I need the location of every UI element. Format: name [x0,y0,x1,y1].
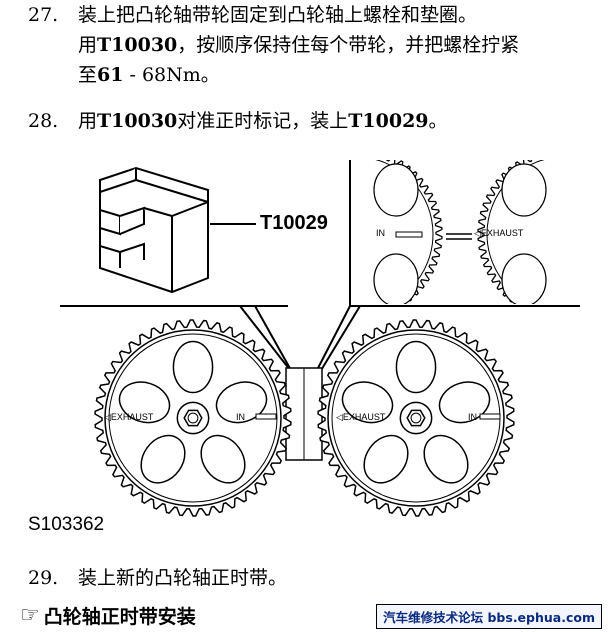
exhaust-text: EXHAUST [342,412,386,422]
step-text: 至 [78,64,98,86]
figure-id: S103362 [28,514,105,535]
section-heading: ☞ 凸轮轴正时带安装 [20,602,196,629]
tool-label: T10029 [260,212,328,234]
step-number: 29. [28,567,59,589]
step-text: 用 [78,34,98,56]
camshaft-sprocket-right [317,319,515,517]
step-text: 用 [78,110,98,132]
detail-in-label: IN [376,228,385,238]
torque-value: 61 [97,64,124,86]
right-exhaust-label: ◁EXHAUST [336,412,386,422]
pointing-hand-icon: ☞ [20,603,40,628]
left-exhaust-label: ◁EXHAUST [104,412,154,422]
detail-belt-link [446,233,472,240]
forum-watermark: 汽车维修技术论坛 bbs.ephua.com [376,604,602,629]
step-text: 装上把凸轮轴带轮固定到凸轮轴上螺栓和垫圈。 [78,4,478,26]
exhaust-text: EXHAUST [480,228,524,238]
step-text: ，按顺序保持住每个带轮，并把螺栓拧紧 [177,34,520,56]
step-number: 27. [28,4,59,26]
step-text: - 68Nm。 [123,64,220,86]
left-in-label: IN [236,412,245,422]
step-text: 。 [428,110,448,132]
tool-code: T10030 [97,34,178,56]
step-28: 28. 用T10030对准正时标记，装上T10029。 [28,106,448,136]
step-text: 装上新的凸轮轴正时带。 [78,567,288,589]
tool-code: T10030 [97,110,178,132]
step-text: 对准正时标记，装上 [177,110,349,132]
detail-sprocket-exhaust [477,160,580,304]
right-in-label: IN [468,412,477,422]
detail-exhaust-label: ◁EXHAUST [474,228,524,238]
camshaft-figure: T10029 IN ◁EXHAUST ◁EXHAUST IN ◁EXHAUST … [28,160,580,540]
camshaft-diagram [60,160,580,517]
tool-code: T10029 [348,110,429,132]
step-29: 29. 装上新的凸轮轴正时带。 [28,563,287,593]
step-27: 27. 装上把凸轮轴带轮固定到凸轮轴上螺栓和垫圈。 用T10030，按顺序保持住每… [28,0,519,90]
exhaust-text: EXHAUST [110,412,154,422]
section-heading-text: 凸轮轴正时带安装 [43,606,196,628]
detail-sprocket-intake [352,160,443,304]
step-number: 28. [28,110,59,132]
camshaft-sprocket-left [94,319,292,517]
t10029-tool-drawing [99,166,209,294]
